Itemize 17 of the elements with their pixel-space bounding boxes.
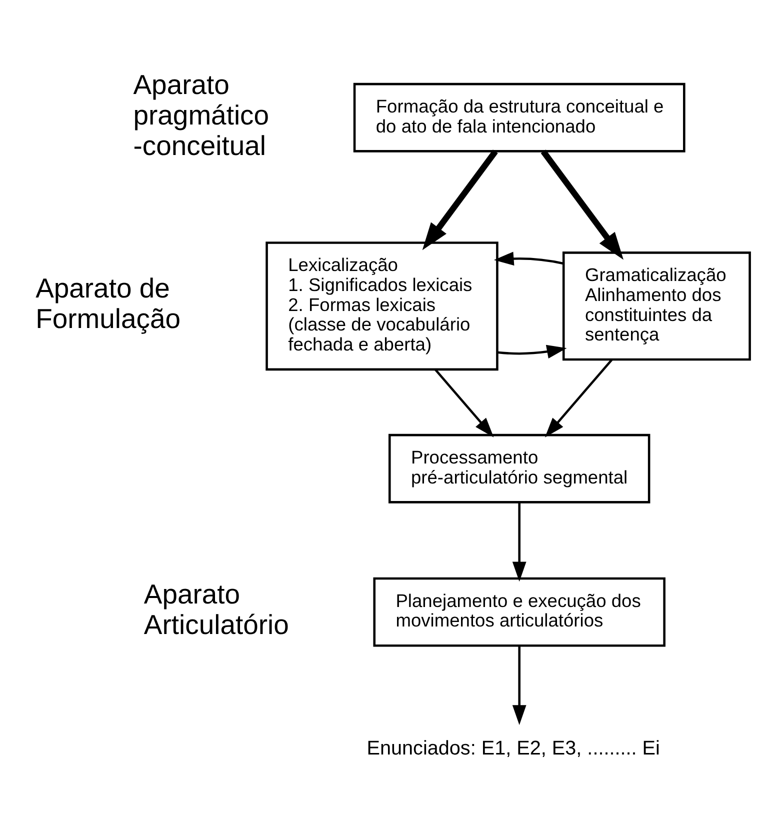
arrow [497, 344, 567, 358]
label: Aparato de Formulação [36, 272, 181, 334]
arrow [434, 368, 494, 437]
node-box: Formação da estrutura conceitual e do ato de fala intencionado [353, 82, 686, 152]
arrow [540, 149, 624, 260]
label: Aparato Articulatório [144, 578, 289, 640]
node-box: Lexicalização 1. Significados lexicais 2. Formas lexicais (classe de vocabulário fechada e aberta) [266, 241, 498, 370]
arrow [512, 646, 526, 725]
node-text: Enunciados: E1, E2, E3, ......... Ei [366, 737, 660, 760]
arrow [422, 149, 498, 250]
arrow [512, 502, 526, 582]
arrow [544, 358, 613, 437]
node-box: Gramaticalização Alinhamento dos constituintes da sentença [562, 251, 751, 360]
label: Aparato pragmático -conceitual [133, 68, 270, 160]
node-box: Planejamento e execução dos movimentos articulatórios [373, 576, 666, 646]
arrow [494, 251, 564, 266]
node-box: Processamento pré-articulatório segmental [388, 433, 650, 503]
